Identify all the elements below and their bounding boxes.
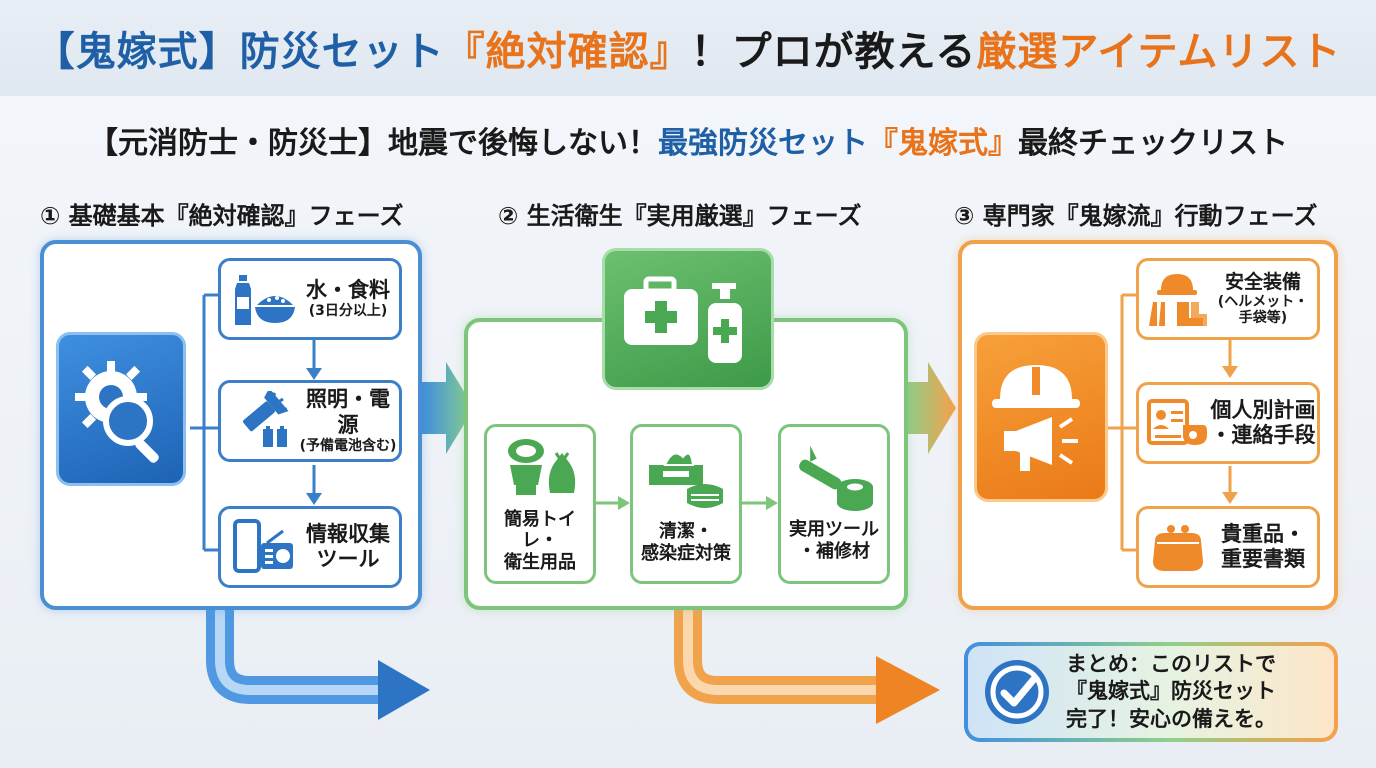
title-part4: 厳選: [976, 29, 1059, 75]
summary-line3: 完了！安心の備えを。: [1066, 706, 1276, 731]
water-bottle-rice-icon: [235, 275, 295, 325]
item-sub2: 手袋等): [1238, 310, 1288, 327]
item-sub: (予備電池含む): [299, 437, 397, 454]
id-card-whistle-icon: [1147, 399, 1207, 445]
phase1-item-lighting-power: 照明・電源 (予備電池含む): [218, 380, 402, 462]
phone-radio-icon: [233, 519, 293, 573]
phase3-item-plan: 個人別計画 ・連絡手段: [1136, 382, 1320, 464]
item-title: 安全装備: [1224, 270, 1301, 293]
phase1-connectors: [190, 293, 322, 552]
item-title2: ・連絡手段: [1210, 423, 1316, 447]
phase2-main-tile: [602, 248, 774, 390]
phase3-label: ③ 専門家『鬼嫁流』行動フェーズ: [954, 202, 1318, 230]
helmet-gloves-boots-icon: [1149, 274, 1207, 326]
title-part1: 【鬼嫁式】防災セット: [34, 29, 445, 75]
item-title2: 衛生用品: [504, 551, 576, 573]
subtitle-part4: 最終チェックリスト: [1018, 126, 1288, 161]
phase3-connectors: [1108, 293, 1238, 552]
item-title: 情報収集: [306, 521, 390, 546]
item-title: 水・食料: [306, 278, 390, 302]
phase1-item-water-food: 水・食料 (3日分以上): [218, 258, 402, 340]
summary-line2: 『鬼嫁式』防災セット: [1066, 679, 1276, 704]
phase2-item-toilet: 簡易トイレ・ 衛生用品: [484, 424, 596, 584]
toilet-bag-icon: [508, 438, 576, 495]
title-part3: ！プロが教える: [690, 29, 977, 75]
item-title2: ・補修材: [798, 541, 870, 562]
tissue-mask-icon: [649, 452, 723, 509]
phase2-connectors: [594, 496, 778, 510]
title-part2: 『絶対確認』: [444, 29, 691, 75]
phase1-label: ① 基礎基本『絶対確認』フェーズ: [40, 202, 404, 230]
phase2-item-tools: 実用ツール ・補修材: [778, 424, 890, 584]
page-title: 【鬼嫁式】防災セット 『絶対確認』 ！プロが教える 厳選 アイテムリスト: [0, 0, 1376, 96]
subtitle-part3: 『鬼嫁式』: [868, 126, 1018, 161]
title-part5: アイテムリスト: [1058, 29, 1342, 75]
item-title: 実用ツール: [789, 519, 879, 541]
item-title2: ツール: [316, 547, 380, 571]
phase1-main-tile: [56, 332, 186, 486]
summary-box: まとめ：このリストで 『鬼嫁式』防災セット 完了！安心の備えを。: [964, 642, 1338, 742]
item-title: 個人別計画: [1210, 397, 1316, 422]
helmet-megaphone-icon: [992, 365, 1080, 471]
phase3-item-safety: 安全装備 (ヘルメット・ 手袋等): [1136, 258, 1320, 340]
flashlight-battery-icon: [243, 391, 289, 447]
phase3-main-tile: [974, 332, 1108, 502]
gear-search-icon: [75, 361, 159, 463]
phase2-item-hygiene: 清潔・ 感染症対策: [630, 424, 742, 584]
first-aid-sanitizer-icon: [624, 276, 742, 363]
subtitle-part2: 最強防災セット: [658, 126, 868, 161]
purse-icon: [1153, 525, 1203, 571]
item-title: 清潔・: [659, 521, 713, 543]
check-circle-icon: [985, 660, 1049, 724]
summary-line1: まとめ：このリストで: [1066, 652, 1276, 677]
item-sub: (3日分以上): [308, 303, 388, 320]
phase2-label: ② 生活衛生『実用厳選』フェーズ: [498, 202, 862, 230]
phase1-item-info-tools: 情報収集 ツール: [218, 506, 402, 588]
knife-tape-icon: [799, 446, 873, 512]
item-title: 照明・電源: [306, 387, 390, 437]
subtitle: 【元消防士・防災士】地震で後悔しない！最強防災セット『鬼嫁式』最終チェックリスト: [0, 118, 1376, 162]
item-title: 簡易トイレ・: [504, 508, 576, 552]
subtitle-part1: 【元消防士・防災士】地震で後悔しない！: [88, 126, 658, 161]
item-title2: 重要書類: [1221, 547, 1305, 571]
item-sub: (ヘルメット・: [1217, 293, 1309, 310]
item-title: 貴重品・: [1221, 521, 1305, 546]
item-title2: 感染症対策: [641, 543, 731, 564]
phase3-item-valuables: 貴重品・ 重要書類: [1136, 506, 1320, 588]
